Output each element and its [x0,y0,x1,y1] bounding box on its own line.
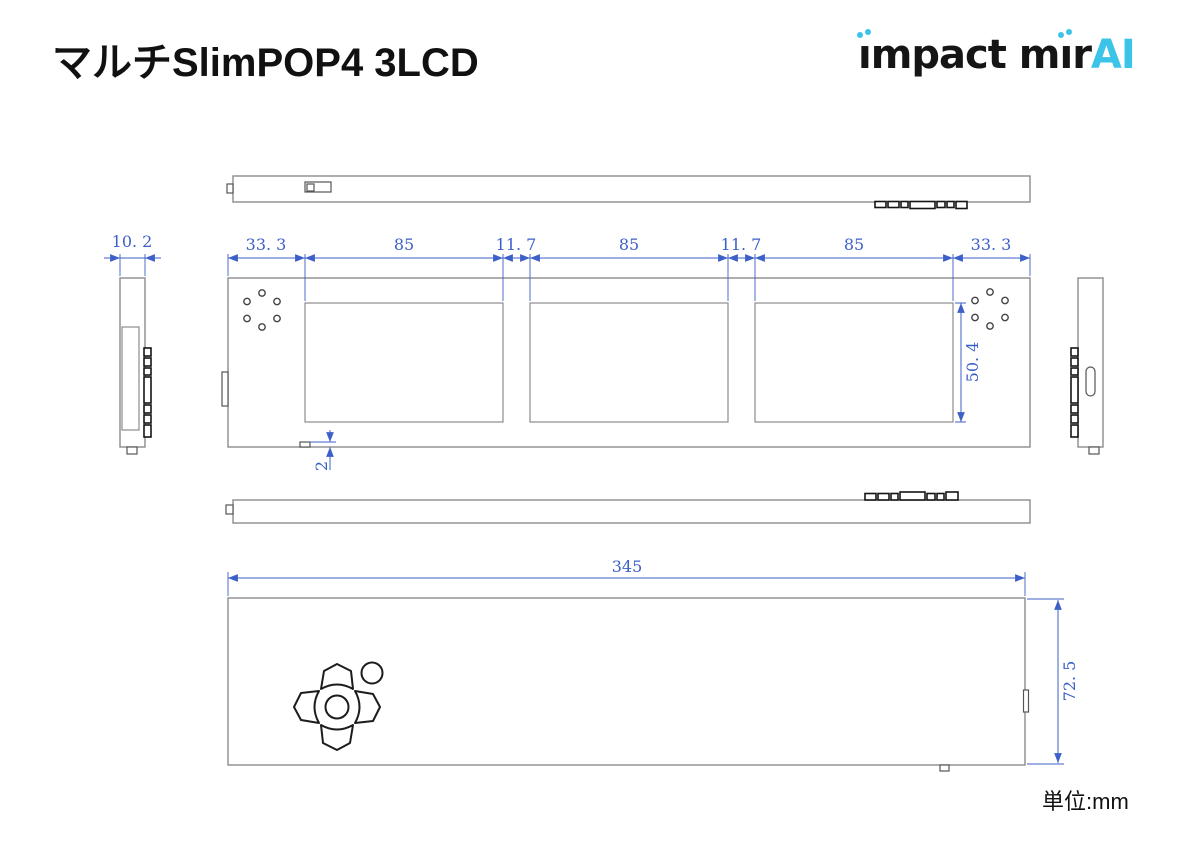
left-side-panel-edge [121,326,140,431]
lcd-window-1 [304,302,504,423]
dim-gap1: 11. 7 [496,235,537,254]
dim-side-thickness: 10. 2 [112,232,153,251]
connector-stack-right-view [1070,347,1079,438]
unit-label: 単位:mm [1042,789,1129,814]
foot-left-view [126,446,138,455]
page-title: マルチSlimPOP4 3LCD [52,41,479,85]
foot-back-view [939,764,950,772]
speaker-holes-right [971,288,1009,330]
bottom-view-body [232,499,1031,524]
right-side-view [1070,277,1104,455]
power-switch [304,181,332,193]
logo-ai-text: AI [1090,32,1136,78]
front-body [227,277,1031,448]
connector-stack-left-view [143,347,152,438]
connector-row-top [874,200,968,210]
bottom-edge-view [225,491,1031,524]
back-body [227,597,1026,766]
bottom-step [299,441,311,448]
brand-logo: ımpact mırAI [857,32,1136,78]
side-button-top [226,183,234,194]
logo-letter-i: ı [857,32,872,78]
side-button-slot [1085,366,1096,397]
left-side-body [119,277,146,448]
dim-margin-left: 33. 3 [246,235,287,254]
speaker-holes-left [243,289,281,331]
logo-letter-i: ı [1058,32,1073,78]
side-button-back [1022,689,1030,713]
dim-bottom-step: 2 [312,461,331,471]
power-switch-knob [306,183,315,192]
dim-lcd2-width: 85 [619,235,639,254]
logo-text: r [1072,32,1092,78]
dim-overall-width: 345 [612,557,643,576]
top-view-body [232,175,1031,203]
left-side-view [119,277,152,455]
back-view [227,597,1030,772]
dim-overall-height: 72. 5 [1060,661,1079,702]
top-edge-view [226,175,1031,210]
front-view [221,277,1031,448]
dim-lcd1-width: 85 [394,235,414,254]
lcd-window-3 [754,302,954,423]
dimension-annotations: 33. 3 85 11. 7 85 11. 7 85 33. 3 10. 2 5… [104,232,1079,765]
right-side-body [1077,277,1104,448]
foot-right-view [1088,446,1100,455]
lcd-window-2 [529,302,729,423]
side-button-front [221,371,229,407]
dim-lcd-height: 50. 4 [963,342,982,383]
logo-text: mpact m [870,32,1061,78]
connector-row-bottom [864,491,959,501]
dim-lcd3-width: 85 [844,235,864,254]
fan-vent-cutout [293,661,384,751]
dim-gap2: 11. 7 [721,235,762,254]
side-button-bottom [225,504,234,515]
dim-margin-right: 33. 3 [971,235,1012,254]
